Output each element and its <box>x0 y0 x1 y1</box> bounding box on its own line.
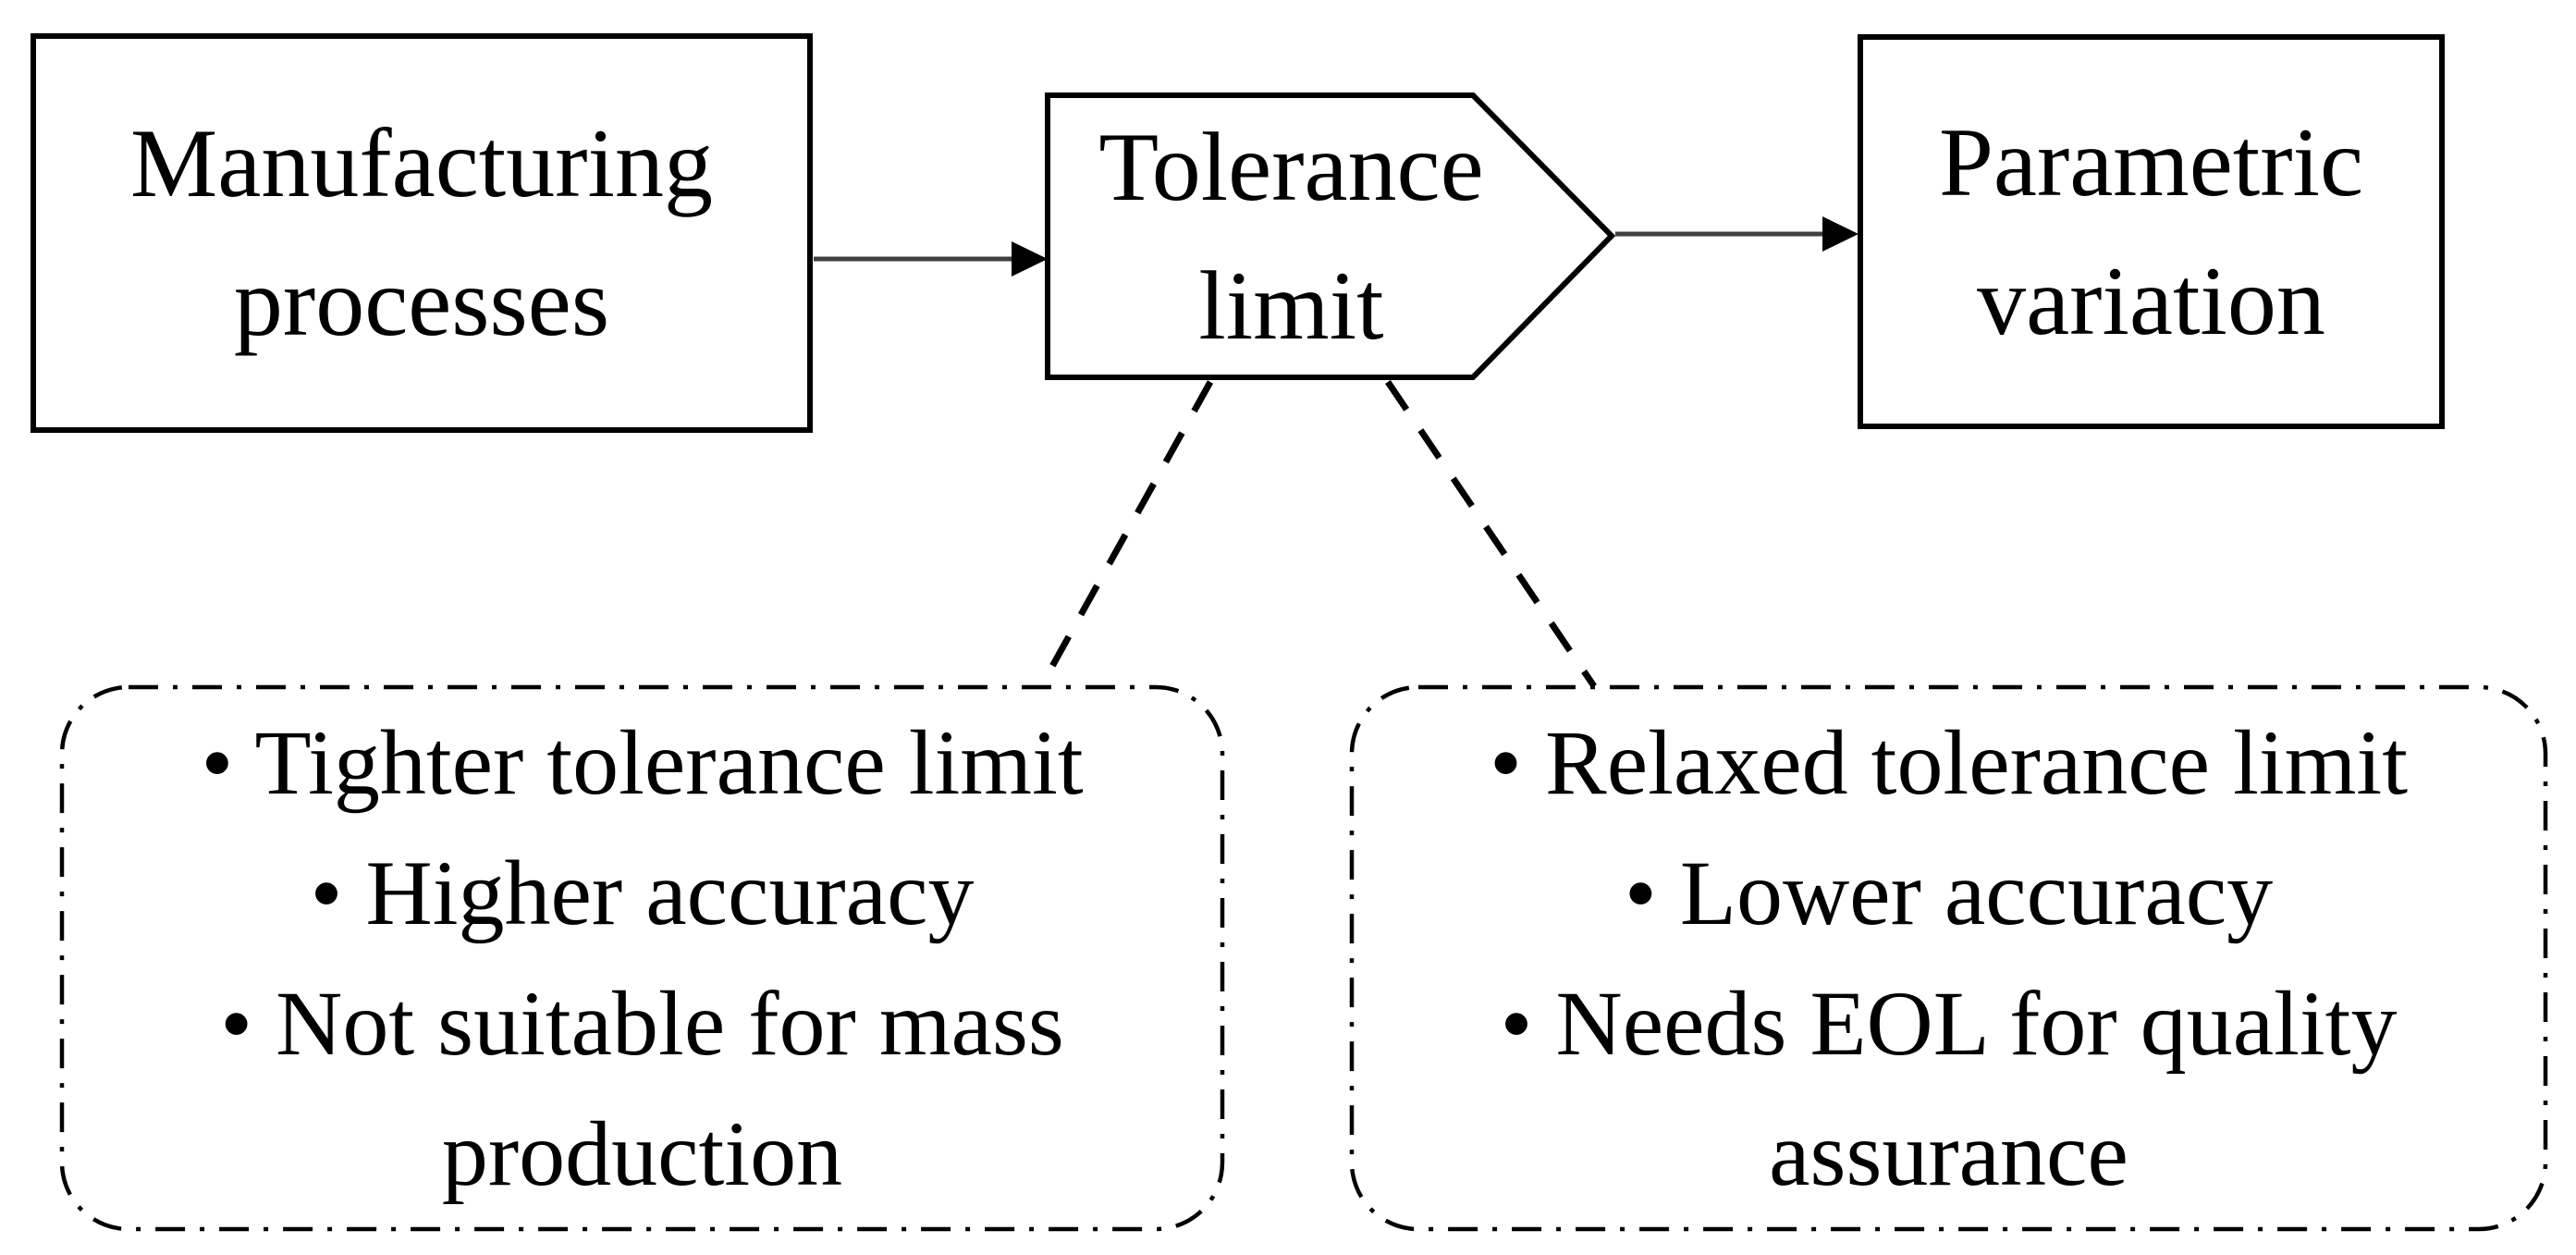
flow-arrow-1-head <box>1012 241 1048 277</box>
parametric-label-line-1: Parametric <box>1938 107 2364 216</box>
manufacturing-label-line-1: Manufacturing <box>130 109 713 217</box>
tolerance-label-line-2: limit <box>1198 251 1384 360</box>
manufacturing-label-line-2: processes <box>233 248 610 356</box>
manufacturing-label: Manufacturing processes <box>33 36 810 430</box>
dashed-connector-right <box>1385 380 1597 688</box>
notes-right-line-2: • Lower accuracy <box>1624 842 2274 944</box>
tolerance-label: Tolerance limit <box>1048 95 1535 377</box>
notes-right-line-3: • Needs EOL for quality <box>1500 972 2398 1075</box>
tolerance-pentagon <box>1045 92 1616 380</box>
flow-arrow-2-head <box>1822 216 1858 252</box>
notes-right-line-1: • Relaxed tolerance limit <box>1490 711 2408 814</box>
manufacturing-box <box>31 33 813 433</box>
parametric-label: Parametric variation <box>1860 37 2442 426</box>
tolerance-label-line-1: Tolerance <box>1098 112 1484 221</box>
notes-left-line-2: • Higher accuracy <box>310 842 975 944</box>
dashed-connector-left <box>1037 380 1214 688</box>
notes-left-line-4: production <box>441 1102 843 1205</box>
notes-right-border <box>1349 684 2548 1232</box>
notes-left-box: • Tighter tolerance limit • Higher accur… <box>62 687 1222 1229</box>
parametric-label-line-2: variation <box>1977 246 2325 355</box>
notes-left-border <box>59 684 1225 1232</box>
notes-left-line-1: • Tighter tolerance limit <box>201 711 1084 814</box>
notes-right-box: • Relaxed tolerance limit • Lower accura… <box>1352 687 2545 1229</box>
parametric-box <box>1858 34 2445 429</box>
notes-left-line-3: • Not suitable for mass <box>220 972 1064 1075</box>
notes-right-line-4: assurance <box>1769 1102 2128 1205</box>
